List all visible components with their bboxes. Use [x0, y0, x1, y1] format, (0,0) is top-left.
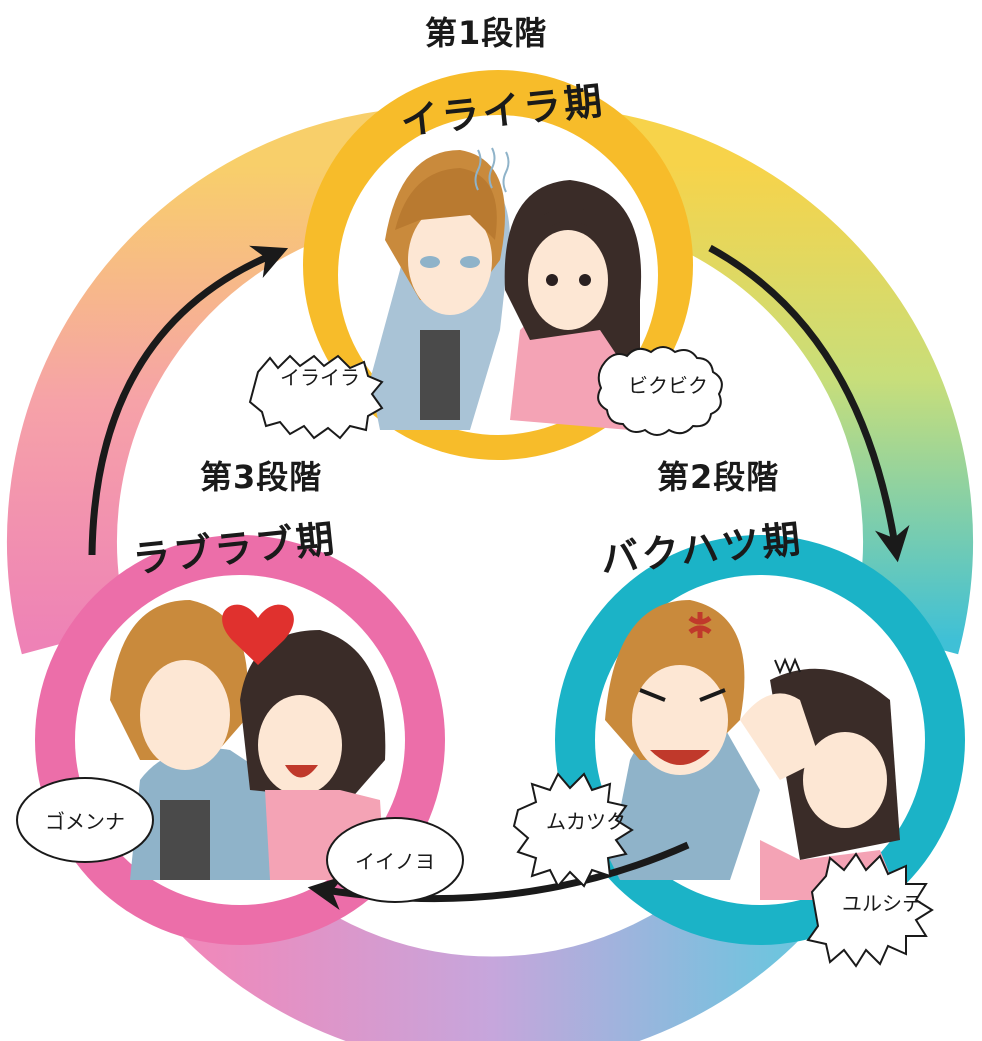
stage-3-step-label: 第3段階 [200, 458, 323, 496]
stage-2-circle [555, 535, 965, 945]
stage-1-circle [303, 70, 693, 460]
speech-bubbles [16, 346, 934, 968]
stage-2-step-label: 第2段階 [657, 458, 780, 496]
background-cycle-ring [7, 110, 973, 1041]
bubble-bikubiku [597, 346, 723, 436]
bubble-mukatsuku [512, 772, 634, 888]
bubble-gomenna [16, 777, 154, 863]
bubble-text-gomenna: ゴメンナ [45, 809, 125, 834]
bubble-text-irairai: イライラ [280, 365, 360, 390]
bubble-irairai [248, 354, 384, 440]
bubble-text-yurushite: ユルシテ [842, 891, 922, 916]
bubble-yurushite [806, 852, 934, 968]
shake-lines-icon [774, 657, 801, 675]
bubble-text-iinoyo: イイノヨ [355, 849, 435, 874]
bubble-text-mukatsuku: ムカツク [546, 809, 626, 834]
man-illustration [370, 150, 510, 430]
stage-1-step-label: 第1段階 [425, 14, 548, 52]
bubble-text-bikubiku: ビクビク [628, 373, 708, 398]
happy-woman-illustration [240, 630, 386, 880]
heart-icon [222, 604, 294, 665]
anger-mark-icon [688, 612, 712, 638]
angry-man-illustration [605, 600, 760, 880]
bubble-iinoyo [326, 817, 464, 903]
nervous-lines-icon [474, 147, 510, 193]
